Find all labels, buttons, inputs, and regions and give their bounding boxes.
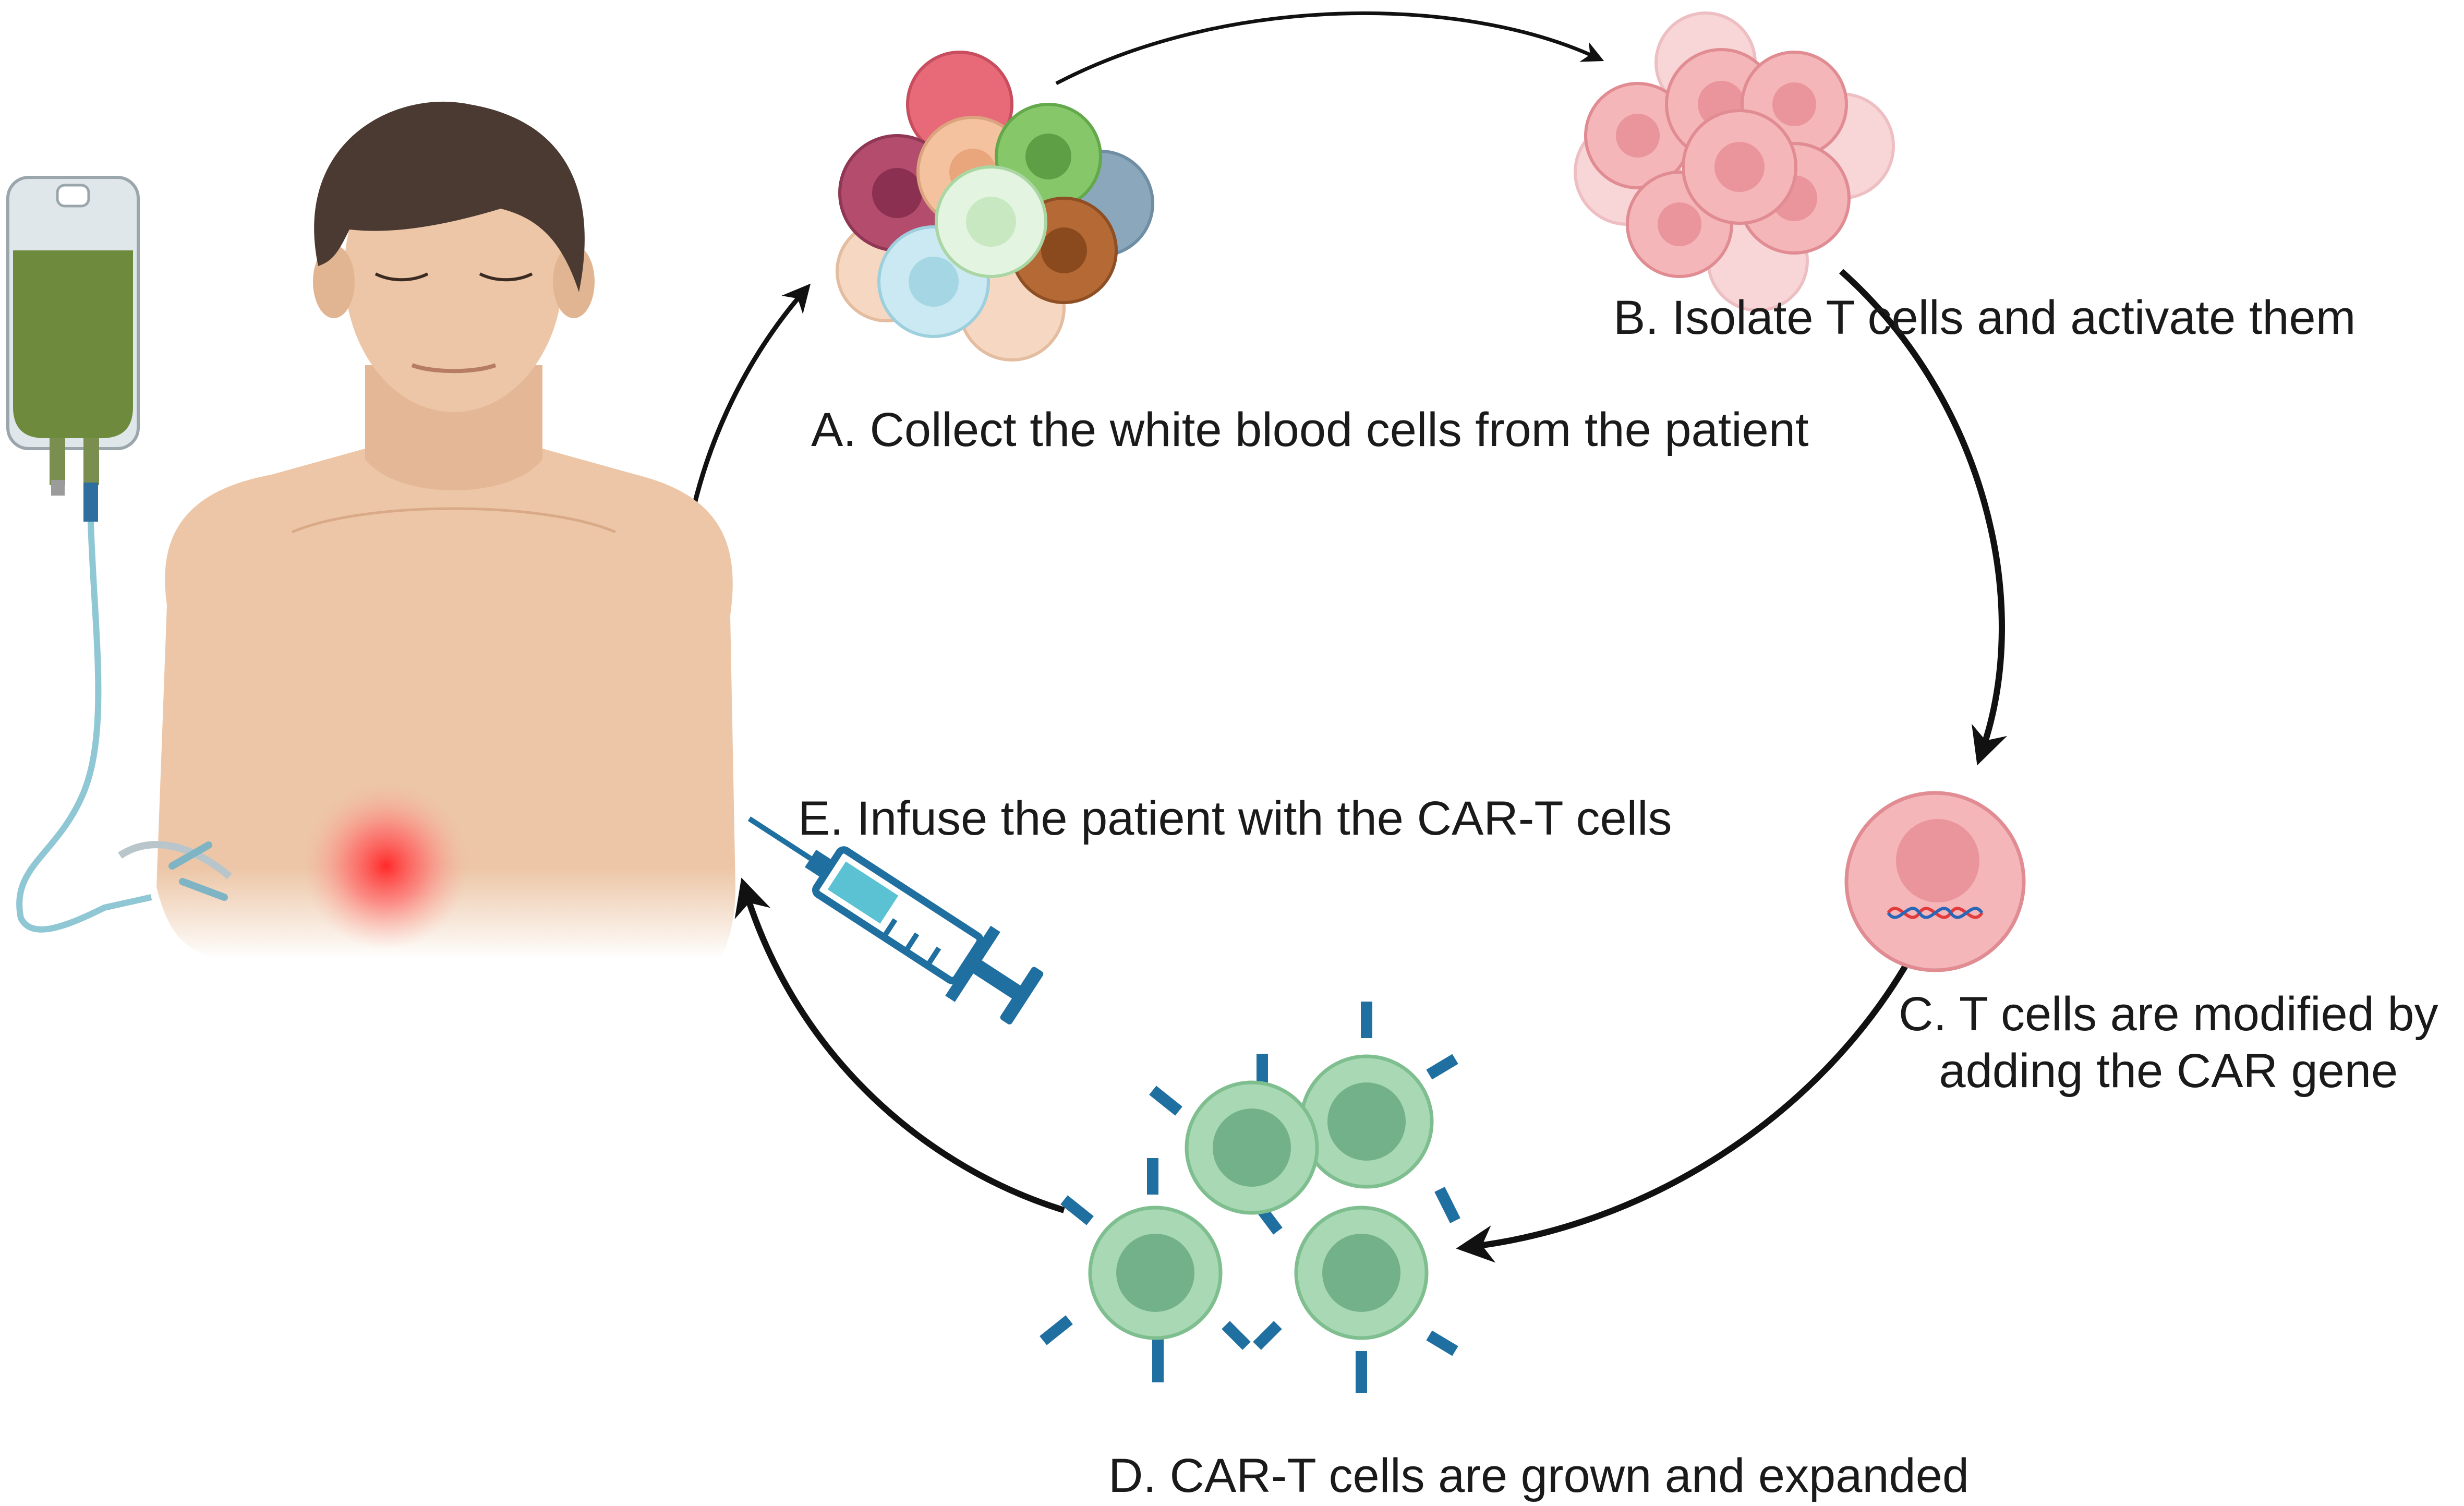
t-cell-cluster bbox=[1574, 11, 1895, 312]
arrow-c-to-d bbox=[1456, 958, 1912, 1263]
step-b-label: B. Isolate T cells and activate them bbox=[1613, 291, 2356, 344]
white-blood-cells-cluster bbox=[836, 51, 1154, 362]
step-e-label: E. Infuse the patient with the CAR-T cel… bbox=[798, 792, 1672, 845]
iv-bag-icon bbox=[6, 176, 152, 933]
step-c-label-line1: C. T cells are modified by bbox=[1899, 987, 2438, 1041]
step-c-label: C. T cells are modified by adding the CA… bbox=[1899, 986, 2438, 1099]
step-a-label: A. Collect the white blood cells from th… bbox=[811, 403, 1809, 456]
arrow-b-to-c bbox=[1839, 269, 2008, 766]
car-t-cell-cluster bbox=[1040, 1002, 1460, 1393]
arrow-a-to-b bbox=[1055, 11, 1604, 86]
tumor-glow bbox=[303, 782, 469, 949]
step-d-label: D. CAR-T cells are grown and expanded bbox=[1108, 1449, 1970, 1502]
patient-illustration bbox=[118, 101, 735, 960]
step-c-label-line2: adding the CAR gene bbox=[1939, 1044, 2398, 1098]
arrow-d-to-e bbox=[734, 877, 1065, 1213]
syringe-icon bbox=[747, 816, 1044, 1025]
modified-t-cell-dna bbox=[1844, 791, 2026, 972]
